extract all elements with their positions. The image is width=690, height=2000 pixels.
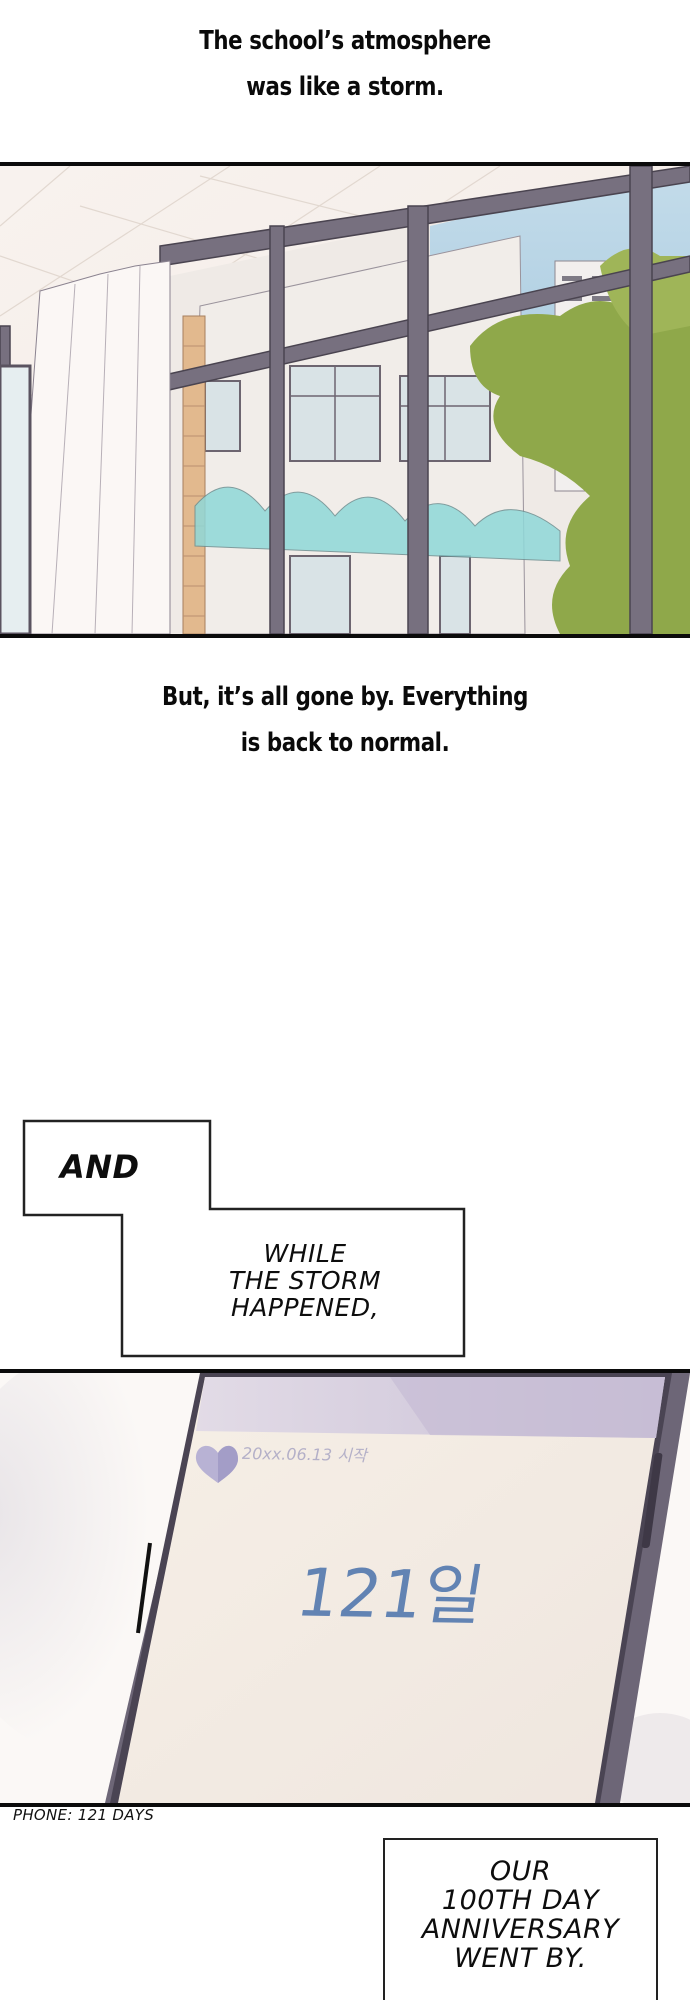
caption-anniversary-line4: WENT BY.	[454, 1943, 587, 1974]
caption-anniversary-line3: ANNIVERSARY	[421, 1914, 620, 1945]
caption-box-anniversary	[383, 1838, 658, 2000]
phone-start-date: 20xx.06.13 시작	[241, 1443, 367, 1466]
phone-day-count: 121일	[291, 1554, 490, 1635]
translation-note: PHONE: 121 DAYS	[13, 1806, 155, 1824]
caption-anniversary-line2: 100TH DAY	[441, 1885, 600, 1916]
caption-while-storm: WHILE THE STORM HAPPENED,	[190, 1240, 420, 1321]
panel-school-windows	[0, 162, 690, 638]
caption-box-outline	[22, 1119, 466, 1358]
narration-top-line2: was like a storm.	[246, 72, 444, 102]
narration-middle: But, it’s all gone by. Everything is bac…	[62, 674, 628, 766]
heart-icon	[195, 1445, 238, 1483]
narration-middle-line1: But, it’s all gone by. Everything	[162, 682, 528, 712]
caption-while-storm-line3: HAPPENED,	[230, 1293, 380, 1322]
panel-phone: 20xx.06.13 시작 121일	[0, 1369, 690, 1807]
narration-middle-line2: is back to normal.	[240, 728, 450, 758]
phone-illustration	[0, 1373, 690, 1803]
caption-while-storm-line2: THE STORM	[228, 1266, 382, 1295]
school-window-illustration	[0, 166, 690, 634]
caption-and: AND	[60, 1148, 140, 1186]
narration-top-line1: The school’s atmosphere	[199, 26, 491, 56]
caption-anniversary: OUR 100TH DAY ANNIVERSARY WENT BY.	[383, 1857, 658, 1973]
caption-anniversary-line1: OUR	[489, 1856, 552, 1887]
caption-while-storm-line1: WHILE	[263, 1239, 347, 1268]
narration-top: The school’s atmosphere was like a storm…	[62, 18, 628, 110]
